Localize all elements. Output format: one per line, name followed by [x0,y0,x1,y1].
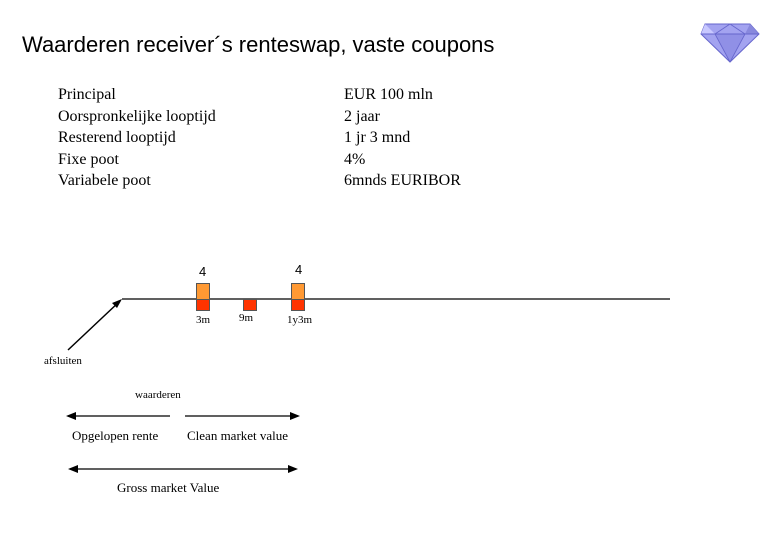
coupon-label-1: 4 [199,264,207,279]
info-labels: Principal Oorspronkelijke looptijd Reste… [58,84,216,192]
tick-label-1y3m: 1y3m [287,314,313,326]
clean-market-value-label: Clean market value [187,428,289,443]
coupon-label-2: 4 [295,262,303,277]
info-value-fixed-leg: 4% [344,150,366,168]
info-label-original-term: Oorspronkelijke looptijd [58,107,216,125]
gross-market-value-label: Gross market Value [117,480,220,495]
info-label-principal: Principal [58,86,116,103]
floating-coupon-box-2 [243,299,257,311]
start-arrow [67,299,122,351]
info-label-fixed-leg: Fixe poot [58,150,119,168]
page-title: Waarderen receiver´s renteswap, vaste co… [22,32,495,57]
info-value-floating-leg: 6mnds EURIBOR [344,172,461,190]
accrued-range-arrow [66,412,170,420]
clean-range-arrow [185,412,300,420]
tick-label-9m: 9m [239,312,254,324]
gross-range-arrow [68,465,298,473]
diamond-icon [700,23,760,63]
start-label: afsluiten [44,355,82,367]
floating-coupon-box-1 [196,299,210,311]
info-value-remaining-term: 1 jr 3 mnd [344,129,411,147]
info-label-floating-leg: Variabele poot [58,172,151,190]
fixed-coupon-box-1 [196,283,210,300]
tick-label-3m: 3m [196,314,211,326]
fixed-coupon-box-2 [291,283,305,300]
info-label-remaining-term: Resterend looptijd [58,129,176,147]
info-value-principal: EUR 100 mln [344,86,433,103]
valuation-label: waarderen [135,389,181,401]
info-values: EUR 100 mln 2 jaar 1 jr 3 mnd 4% 6mnds E… [344,84,461,192]
floating-coupon-box-3 [291,299,305,311]
info-value-original-term: 2 jaar [344,107,380,125]
accrued-interest-label: Opgelopen rente [72,428,159,443]
